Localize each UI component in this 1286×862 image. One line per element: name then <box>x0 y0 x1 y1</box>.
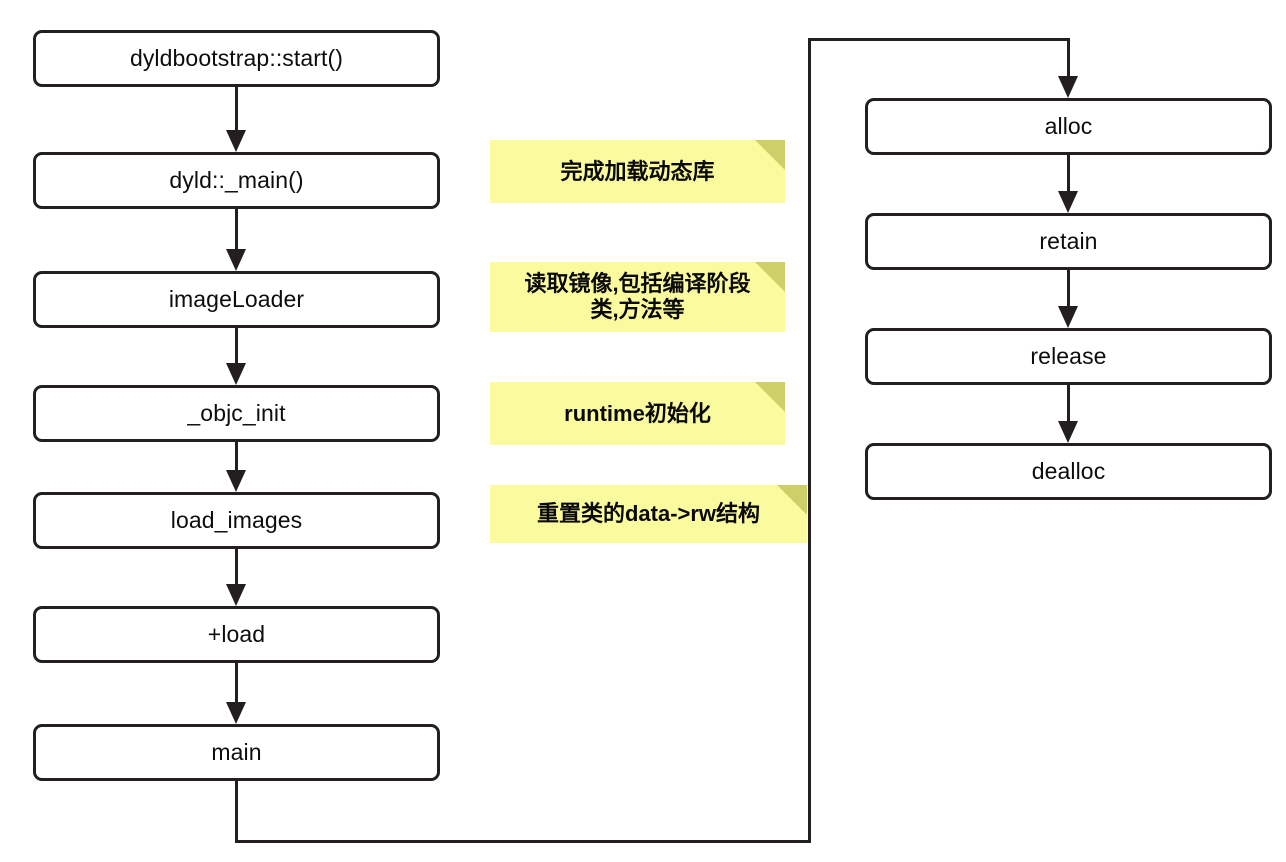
node-label: dyld::_main() <box>169 167 304 193</box>
node-alloc[interactable]: alloc <box>865 98 1272 155</box>
node-plus-load[interactable]: +load <box>33 606 440 663</box>
arrow-objcinit-to-loadimages <box>226 442 246 492</box>
arrow-stem <box>234 549 238 584</box>
note-label: runtime初始化 <box>564 400 711 426</box>
arrow-head <box>1058 76 1078 98</box>
arrow-head <box>226 363 246 385</box>
note-runtime-init[interactable]: runtime初始化 <box>490 382 785 445</box>
node-label: retain <box>1039 228 1098 254</box>
arrow-stem <box>1066 155 1070 191</box>
note-reset-rw[interactable]: 重置类的data->rw结构 <box>490 485 807 543</box>
arrow-head <box>1058 306 1078 328</box>
arrow-loadimages-to-plusload <box>226 549 246 606</box>
arrow-head <box>226 130 246 152</box>
arrow-stem <box>234 209 238 249</box>
node-label: release <box>1030 343 1107 369</box>
arrow-stem <box>1066 270 1070 306</box>
node-main[interactable]: main <box>33 724 440 781</box>
note-fold-corner-icon <box>755 382 785 412</box>
arrow-alloc-to-retain <box>1058 155 1078 213</box>
node-dealloc[interactable]: dealloc <box>865 443 1272 500</box>
arrow-head <box>226 249 246 271</box>
arrow-head <box>1058 421 1078 443</box>
arrow-head <box>1058 191 1078 213</box>
node-dyld-main[interactable]: dyld::_main() <box>33 152 440 209</box>
feedback-path-down-from-main <box>235 781 238 843</box>
arrow-stem <box>1066 38 1070 76</box>
note-label: 完成加载动态库 <box>560 158 715 184</box>
note-fold-corner-icon <box>777 485 807 515</box>
note-fold-corner-icon <box>755 262 785 292</box>
note-label: 读取镜像,包括编译阶段 类,方法等 <box>524 271 751 322</box>
arrow-stem <box>234 442 238 470</box>
node-objc-init[interactable]: _objc_init <box>33 385 440 442</box>
arrow-main-to-imageloader <box>226 209 246 271</box>
arrow-stem <box>234 663 238 702</box>
arrow-plusload-to-main <box>226 663 246 724</box>
arrow-start-to-main <box>226 87 246 152</box>
arrow-feedback-to-alloc <box>1058 38 1078 98</box>
node-label: main <box>211 739 262 765</box>
note-read-image[interactable]: 读取镜像,包括编译阶段 类,方法等 <box>490 262 785 332</box>
note-load-dylib[interactable]: 完成加载动态库 <box>490 140 785 203</box>
node-image-loader[interactable]: imageLoader <box>33 271 440 328</box>
note-label: 重置类的data->rw结构 <box>536 501 761 527</box>
feedback-path-up-right-side <box>808 38 811 843</box>
node-label: load_images <box>170 507 303 533</box>
arrow-retain-to-release <box>1058 270 1078 328</box>
arrow-head <box>226 584 246 606</box>
arrow-stem <box>1066 385 1070 421</box>
node-label: _objc_init <box>187 400 286 426</box>
feedback-path-bottom-horizontal <box>235 840 811 843</box>
node-load-images[interactable]: load_images <box>33 492 440 549</box>
arrow-release-to-dealloc <box>1058 385 1078 443</box>
feedback-path-top-horizontal <box>808 38 1070 41</box>
node-retain[interactable]: retain <box>865 213 1272 270</box>
node-label: alloc <box>1044 113 1093 139</box>
arrow-head <box>226 702 246 724</box>
note-fold-corner-icon <box>755 140 785 170</box>
arrow-stem <box>234 328 238 363</box>
node-label: dealloc <box>1031 458 1106 484</box>
node-release[interactable]: release <box>865 328 1272 385</box>
arrow-imageloader-to-objcinit <box>226 328 246 385</box>
node-dyldbootstrap-start[interactable]: dyldbootstrap::start() <box>33 30 440 87</box>
arrow-head <box>226 470 246 492</box>
node-label: dyldbootstrap::start() <box>129 45 344 71</box>
node-label: imageLoader <box>168 286 305 312</box>
arrow-stem <box>234 87 238 130</box>
node-label: +load <box>207 621 266 647</box>
